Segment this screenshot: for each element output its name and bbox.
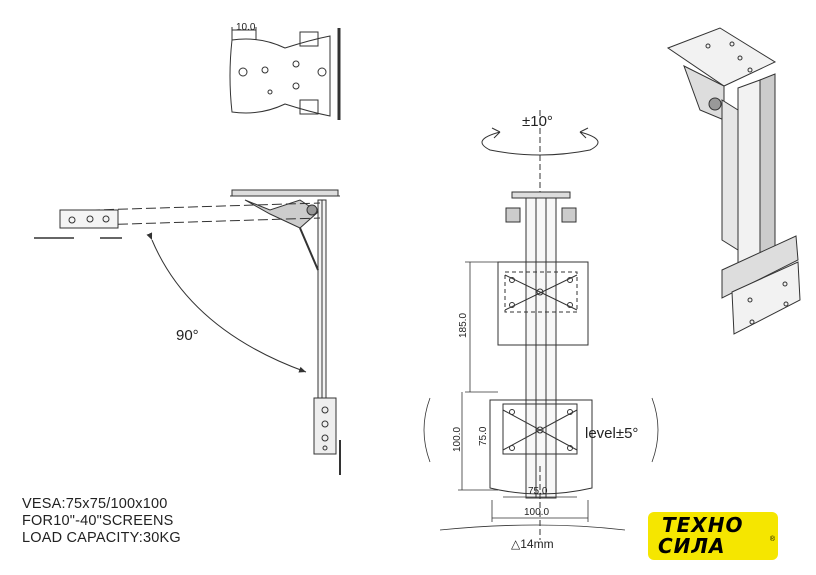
dimension-lines [423, 261, 659, 531]
fold-angle-arc [146, 232, 307, 373]
logo-registered-mark: ® [769, 536, 775, 543]
side-view-mount [34, 189, 341, 475]
spec-load: LOAD CAPACITY:30KG [22, 530, 181, 546]
height-185-label: 185.0 [458, 313, 469, 338]
spec-list: VESA:75x75/100x100 FOR10"-40"SCREENS LOA… [22, 496, 181, 547]
height-75-label: 75.0 [478, 426, 489, 446]
perspective-view [666, 27, 801, 335]
tube-label: △14mm [511, 537, 554, 551]
rotation-arrow [481, 110, 599, 196]
logo-line1: ТЕХНО [662, 513, 744, 537]
front-view-column [489, 191, 593, 540]
width-100-label: 100.0 [524, 507, 549, 518]
width-75-label: 75.0 [528, 486, 548, 497]
spec-screens: FOR10"-40"SCREENS [22, 513, 174, 529]
logo-background [648, 512, 778, 560]
rotation-label: ±10° [522, 113, 553, 130]
top-dim-label: 10.0 [236, 22, 256, 33]
spec-vesa: VESA:75x75/100x100 [22, 496, 168, 512]
brand-logo: ТЕХНО СИЛА ® [648, 512, 778, 562]
logo-line2: СИЛА [658, 534, 726, 558]
height-100-label: 100.0 [452, 427, 463, 452]
level-label: level±5° [585, 425, 638, 442]
top-view-plate [229, 27, 341, 120]
fold-angle-label: 90° [176, 327, 199, 344]
